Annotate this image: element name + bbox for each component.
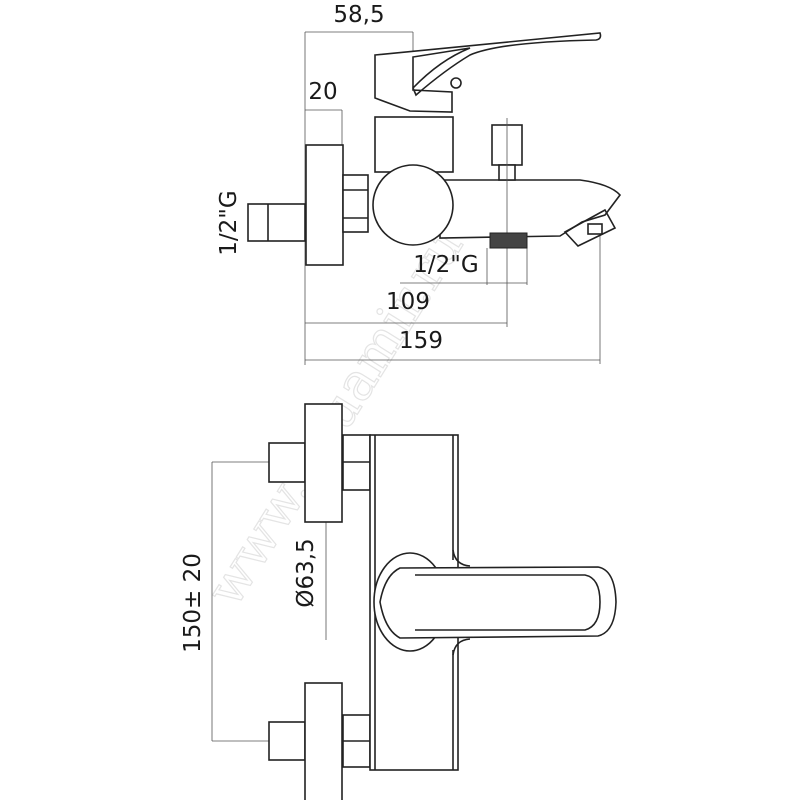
dim-lever-offset: 58,5	[333, 2, 384, 28]
dim-inlet-thread: 1/2"G	[216, 190, 242, 255]
dim-inlet-spacing: 150± 20	[180, 553, 206, 653]
dim-rosette-depth: 20	[308, 79, 337, 105]
dim-total-depth: 159	[399, 328, 443, 354]
side-view: 58,5 20 1/2"G 1/2"G 109 159	[216, 2, 622, 365]
front-view: 150± 20 Ø63,5	[180, 403, 617, 800]
dim-outlet-distance: 109	[386, 289, 430, 315]
dim-outlet-thread: 1/2"G	[413, 252, 478, 278]
dim-rosette-diameter: Ø63,5	[293, 538, 319, 607]
